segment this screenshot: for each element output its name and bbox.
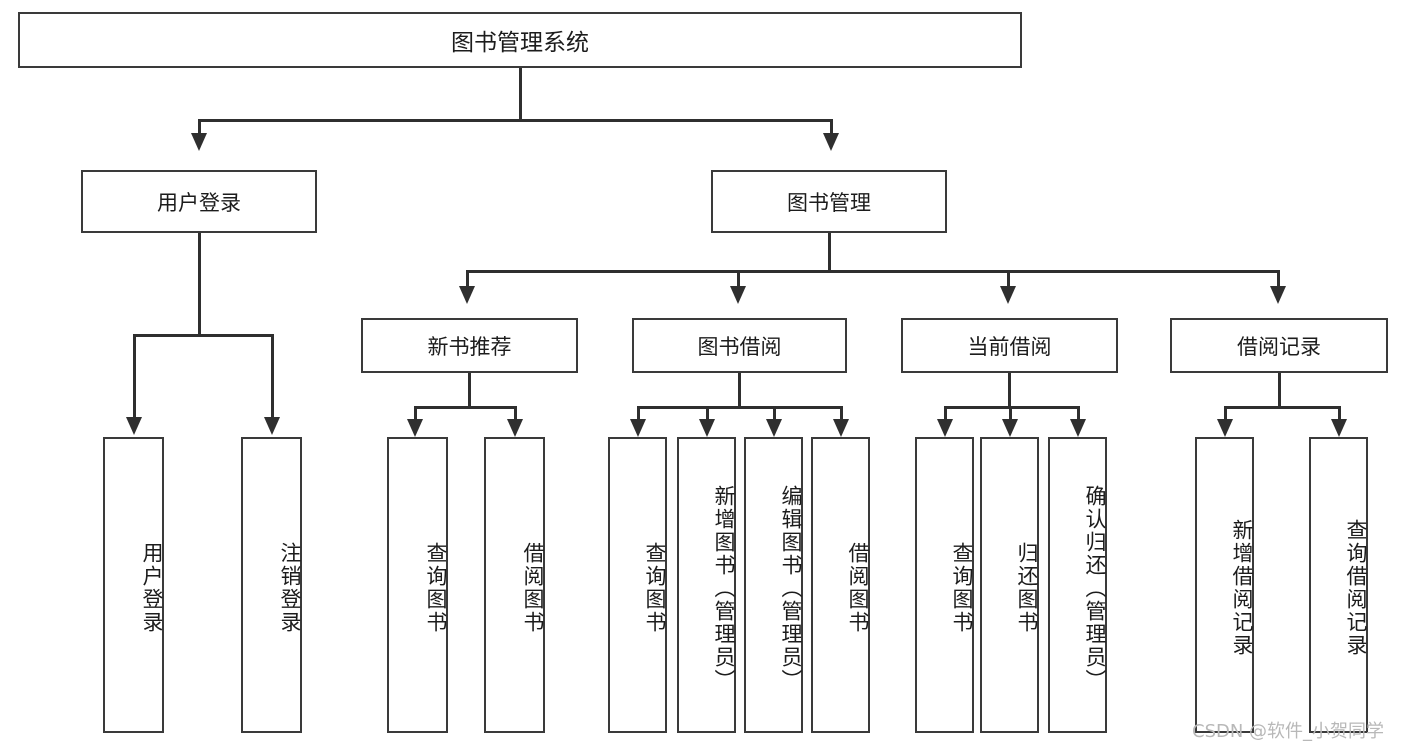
connector-record-drop-0 [1224, 406, 1227, 420]
connector-borrow-stem [738, 373, 741, 407]
connector-level3-bus [466, 270, 1280, 273]
connector-recommend-drop-1 [514, 406, 517, 420]
node-label: 注销登录 [278, 542, 302, 634]
connector-record-drop-1 [1338, 406, 1341, 420]
node-label: 确认归还（管理员） [1083, 484, 1107, 692]
arrow-to-leaf-record-add [1217, 419, 1233, 437]
connector-borrow-drop-1 [706, 406, 709, 420]
node-user-login[interactable]: 用户登录 [81, 170, 317, 233]
arrow-to-current-borrow [1000, 286, 1016, 304]
node-label: 图书管理系统 [451, 30, 589, 56]
connector-level3-drop-1 [737, 270, 740, 288]
connector-root-drop-left [198, 119, 201, 135]
node-label: 新书推荐 [427, 334, 512, 359]
connector-borrow-drop-0 [637, 406, 640, 420]
node-book-manage[interactable]: 图书管理 [711, 170, 947, 233]
leaf-borrow-query-book[interactable]: 查询图书 [608, 437, 667, 733]
arrow-to-new-book-recommend [459, 286, 475, 304]
node-label: 查询借阅记录 [1344, 519, 1368, 657]
connector-root-drop-right [830, 119, 833, 135]
node-label: 查询图书 [424, 542, 448, 634]
arrow-to-book-borrow [730, 286, 746, 304]
node-new-book-recommend[interactable]: 新书推荐 [361, 318, 578, 373]
arrow-to-leaf-borrow-lend [833, 419, 849, 437]
arrow-to-leaf-borrow-edit [766, 419, 782, 437]
leaf-current-query-book[interactable]: 查询图书 [915, 437, 974, 733]
leaf-borrow-lend-book[interactable]: 借阅图书 [811, 437, 870, 733]
arrow-to-leaf-borrow-query [630, 419, 646, 437]
connector-user-login-drop-1 [271, 334, 274, 418]
connector-borrow-drop-3 [840, 406, 843, 420]
node-label: 编辑图书（管理员） [779, 484, 803, 692]
leaf-borrow-edit-book[interactable]: 编辑图书（管理员） [744, 437, 803, 733]
node-label: 用户登录 [157, 190, 241, 215]
node-book-borrow[interactable]: 图书借阅 [632, 318, 847, 373]
leaf-borrow-add-book[interactable]: 新增图书（管理员） [677, 437, 736, 733]
leaf-record-add[interactable]: 新增借阅记录 [1195, 437, 1254, 733]
csdn-watermark: CSDN @软件_小贺同学 [1192, 721, 1385, 742]
connector-borrow-bus [637, 406, 842, 409]
leaf-user-login[interactable]: 用户登录 [103, 437, 164, 733]
connector-current-drop-1 [1009, 406, 1012, 420]
arrow-to-book-manage [823, 133, 839, 151]
connector-borrow-drop-2 [773, 406, 776, 420]
leaf-record-query[interactable]: 查询借阅记录 [1309, 437, 1368, 733]
connector-level3-drop-3 [1277, 270, 1280, 288]
connector-recommend-bus [414, 406, 516, 409]
arrow-to-leaf-current-return [1002, 419, 1018, 437]
connector-current-drop-2 [1077, 406, 1080, 420]
connector-recommend-drop-0 [414, 406, 417, 420]
leaf-current-return-book[interactable]: 归还图书 [980, 437, 1039, 733]
arrow-to-leaf-current-query [937, 419, 953, 437]
connector-current-bus [944, 406, 1079, 409]
connector-level3-drop-2 [1007, 270, 1010, 288]
connector-record-bus [1224, 406, 1340, 409]
arrow-to-leaf-recommend-query [407, 419, 423, 437]
connector-user-login-stem [198, 233, 201, 335]
connector-recommend-stem [468, 373, 471, 407]
arrow-to-leaf-recommend-borrow [507, 419, 523, 437]
node-label: 新增借阅记录 [1230, 519, 1254, 657]
arrow-to-leaf-borrow-add [699, 419, 715, 437]
leaf-recommend-borrow-book[interactable]: 借阅图书 [484, 437, 545, 733]
connector-user-login-bus [133, 334, 273, 337]
arrow-to-borrow-record [1270, 286, 1286, 304]
node-label: 查询图书 [643, 542, 667, 634]
arrow-to-leaf-record-query [1331, 419, 1347, 437]
connector-root-bus [198, 119, 832, 122]
node-label: 新增图书（管理员） [712, 484, 736, 692]
leaf-current-confirm-return[interactable]: 确认归还（管理员） [1048, 437, 1107, 733]
node-label: 归还图书 [1015, 542, 1039, 634]
arrow-to-user-login [191, 133, 207, 151]
connector-current-drop-0 [944, 406, 947, 420]
arrow-to-leaf-logout [264, 417, 280, 435]
node-root-system[interactable]: 图书管理系统 [18, 12, 1022, 68]
node-borrow-record[interactable]: 借阅记录 [1170, 318, 1388, 373]
connector-record-stem [1278, 373, 1281, 407]
leaf-logout[interactable]: 注销登录 [241, 437, 302, 733]
node-label: 图书管理 [787, 190, 871, 215]
arrow-to-leaf-current-confirm [1070, 419, 1086, 437]
connector-root-stem [519, 68, 522, 120]
node-label: 查询图书 [950, 542, 974, 634]
node-label: 借阅图书 [521, 542, 545, 634]
node-label: 借阅图书 [846, 542, 870, 634]
arrow-to-leaf-user-login [126, 417, 142, 435]
connector-current-stem [1008, 373, 1011, 407]
connector-user-login-drop-0 [133, 334, 136, 418]
node-label: 借阅记录 [1237, 334, 1321, 359]
node-label: 图书借阅 [697, 334, 782, 359]
node-current-borrow[interactable]: 当前借阅 [901, 318, 1118, 373]
node-label: 用户登录 [140, 542, 164, 634]
leaf-recommend-query-book[interactable]: 查询图书 [387, 437, 448, 733]
node-label: 当前借阅 [967, 334, 1052, 359]
connector-book-manage-stem [828, 233, 831, 271]
connector-level3-drop-0 [466, 270, 469, 288]
